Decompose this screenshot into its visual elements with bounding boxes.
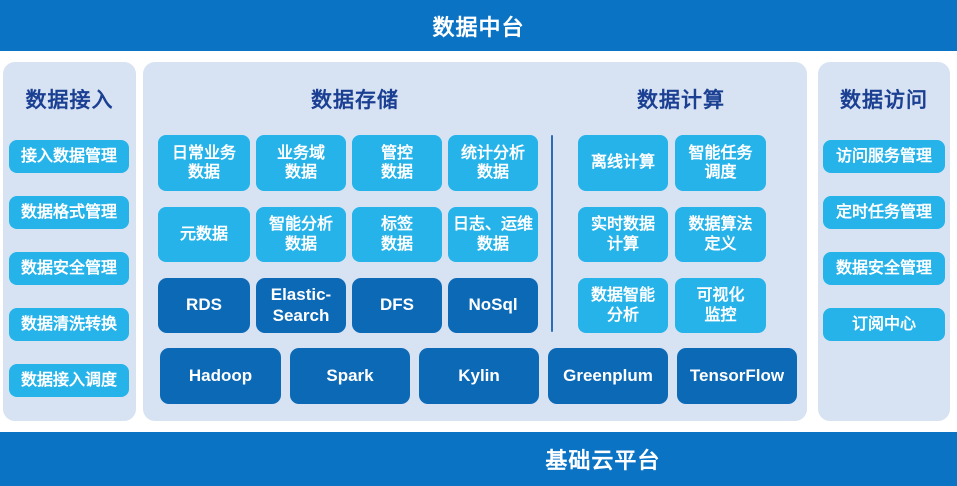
access-node: 数据安全管理 bbox=[823, 252, 945, 285]
access-node: 定时任务管理 bbox=[823, 196, 945, 229]
platform-node: TensorFlow bbox=[677, 348, 797, 404]
storage-node: 业务域 数据 bbox=[256, 135, 346, 191]
storage-engine-node: NoSql bbox=[448, 278, 538, 333]
platform-node: Spark bbox=[290, 348, 410, 404]
compute-node: 可视化 监控 bbox=[675, 278, 766, 333]
platform-node: Hadoop bbox=[160, 348, 281, 404]
top-banner: 数据中台 bbox=[0, 0, 957, 51]
platform-row: Hadoop Spark Kylin Greenplum TensorFlow bbox=[160, 348, 797, 404]
storage-node: 统计分析 数据 bbox=[448, 135, 538, 191]
compute-node: 实时数据 计算 bbox=[578, 207, 668, 262]
bottom-banner: 基础云平台 bbox=[0, 432, 957, 486]
data-ingestion-list: 接入数据管理 数据格式管理 数据安全管理 数据清洗转换 数据接入调度 bbox=[9, 140, 129, 397]
storage-engine-node: DFS bbox=[352, 278, 442, 333]
top-banner-title: 数据中台 bbox=[432, 14, 525, 40]
ingestion-node: 数据格式管理 bbox=[9, 196, 129, 229]
data-ingestion-panel: 数据接入 接入数据管理 数据格式管理 数据安全管理 数据清洗转换 数据接入调度 bbox=[3, 62, 136, 421]
storage-compute-divider bbox=[551, 135, 553, 332]
compute-node: 智能任务 调度 bbox=[675, 135, 766, 191]
access-node: 访问服务管理 bbox=[823, 140, 945, 173]
compute-node: 离线计算 bbox=[578, 135, 668, 191]
data-access-title: 数据访问 bbox=[840, 89, 928, 112]
platform-node: Greenplum bbox=[548, 348, 668, 404]
storage-node: 元数据 bbox=[158, 207, 250, 262]
storage-grid: 日常业务 数据 业务域 数据 管控 数据 统计分析 数据 元数据 智能分析 数据… bbox=[158, 135, 538, 333]
storage-node: 智能分析 数据 bbox=[256, 207, 346, 262]
data-ingestion-title: 数据接入 bbox=[25, 89, 114, 112]
compute-node: 数据智能 分析 bbox=[578, 278, 668, 333]
ingestion-node: 数据安全管理 bbox=[9, 252, 129, 285]
storage-node: 日常业务 数据 bbox=[158, 135, 250, 191]
bottom-banner-title: 基础云平台 bbox=[545, 448, 661, 473]
data-access-list: 访问服务管理 定时任务管理 数据安全管理 订阅中心 bbox=[823, 140, 945, 341]
data-access-panel: 数据访问 访问服务管理 定时任务管理 数据安全管理 订阅中心 bbox=[818, 62, 950, 421]
ingestion-node: 数据接入调度 bbox=[9, 364, 129, 397]
platform-node: Kylin bbox=[419, 348, 539, 404]
storage-compute-panel: 数据存储 数据计算 日常业务 数据 业务域 数据 管控 数据 统计分析 数据 元… bbox=[143, 62, 807, 421]
storage-node: 日志、运维 数据 bbox=[448, 207, 538, 262]
ingestion-node: 数据清洗转换 bbox=[9, 308, 129, 341]
storage-node: 管控 数据 bbox=[352, 135, 442, 191]
storage-title: 数据存储 bbox=[311, 89, 399, 112]
compute-node: 数据算法 定义 bbox=[675, 207, 766, 262]
storage-engine-node: RDS bbox=[158, 278, 250, 333]
compute-title: 数据计算 bbox=[637, 89, 725, 112]
compute-grid: 离线计算 智能任务 调度 实时数据 计算 数据算法 定义 数据智能 分析 可视化… bbox=[578, 135, 766, 333]
storage-engine-node: Elastic- Search bbox=[256, 278, 346, 333]
access-node: 订阅中心 bbox=[823, 308, 945, 341]
storage-node: 标签 数据 bbox=[352, 207, 442, 262]
ingestion-node: 接入数据管理 bbox=[9, 140, 129, 173]
